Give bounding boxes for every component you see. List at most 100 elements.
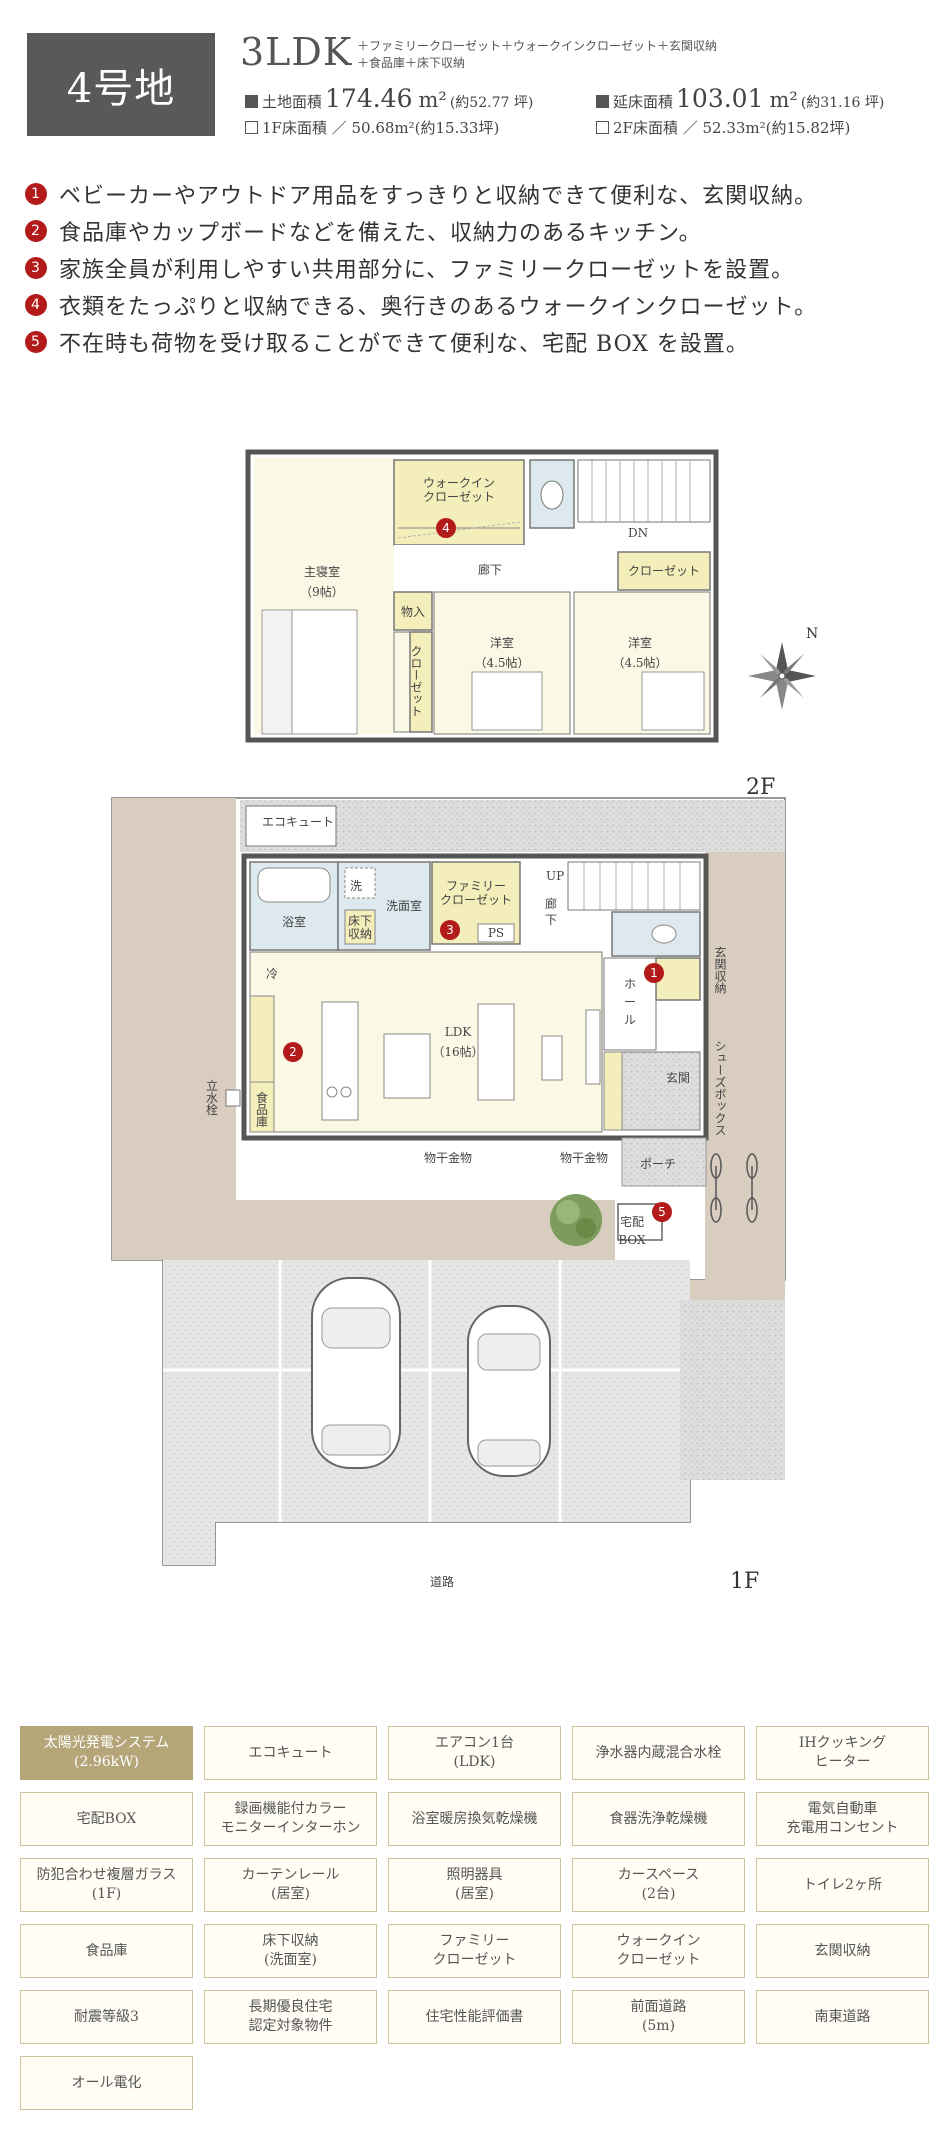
amenity-text: オール電化	[72, 2074, 142, 2093]
pantry-label-2: 品	[256, 1103, 268, 1117]
tree-icon	[550, 1194, 602, 1246]
lot-number-badge: 4号地	[27, 33, 215, 136]
floor-plan-drawing: ウォークイン クローゼット DN 主寝室 （9帖） 廊下 クローゼット 物入 ク…	[111, 449, 818, 1594]
amenity-label-line-1: カーテンレール	[241, 1867, 340, 1883]
underfloor-storage-label-1: 床下	[348, 914, 372, 928]
stairs-2f	[577, 459, 711, 523]
corridor-1f-label-1: 廊	[545, 896, 557, 911]
amenity-text: ウォークインクローゼット	[617, 1932, 701, 1970]
amenity-text: 宅配BOX	[77, 1810, 137, 1829]
amenity-text: 前面道路(5m)	[631, 1998, 687, 2036]
amenity-text: カーテンレール(居室)	[242, 1866, 340, 1904]
feature-marker-5	[652, 1202, 672, 1222]
amenity-label-line-1: 照明器具	[446, 1867, 503, 1883]
washing-machine	[344, 867, 376, 899]
amenity-label-line-2: (LDK)	[453, 1754, 496, 1770]
amenity-tile: 食器洗浄乾燥機	[572, 1792, 745, 1846]
feature-text: 不在時も荷物を受け取ることができて便利な、宅配 BOX を設置。	[59, 331, 749, 357]
amenity-tile: カーテンレール(居室)	[204, 1858, 377, 1912]
toilet-1f	[611, 911, 701, 957]
sofa	[477, 1003, 515, 1101]
pantry-label-1: 食	[256, 1090, 268, 1105]
feature-marker-2	[283, 1042, 303, 1062]
amenity-tile: オール電化	[20, 2056, 193, 2110]
plan-extras-line-2: ＋食品庫＋床下収納	[357, 56, 466, 70]
filled-square-icon	[245, 95, 258, 108]
feature-marker-5-label: 5	[658, 1205, 666, 1219]
amenity-text: 浴室暖房換気乾燥機	[412, 1810, 538, 1829]
amenity-label-line-1: 宅配BOX	[76, 1810, 137, 1827]
pantry	[249, 1081, 275, 1133]
amenity-text: 食品庫	[86, 1942, 128, 1961]
amenity-text: カースペース(2台)	[618, 1866, 700, 1904]
amenity-text: 長期優良住宅認定対象物件	[249, 1998, 333, 2036]
delivery-box-label-1: 宅配	[620, 1214, 644, 1229]
washroom-label: 洗面室	[386, 898, 422, 913]
amenity-text: 耐震等級3	[74, 2008, 139, 2027]
amenity-label-line-1: 前面道路	[630, 1999, 687, 2015]
floor1-tag: 1F	[730, 1569, 759, 1594]
cupboard	[249, 995, 275, 1083]
amenity-label-line-1: 食器洗浄乾燥機	[609, 1810, 708, 1827]
faucet-label-3: 栓	[206, 1102, 218, 1117]
family-closet-label-2: クローゼット	[440, 893, 512, 907]
amenity-label-line-1: ウォークイン	[616, 1933, 701, 1949]
entrance-label: 玄関	[666, 1070, 690, 1085]
corridor-1f-label-2: 下	[545, 913, 557, 927]
floor2-area-text: 2F床面積 ／ 52.33m²(約15.82坪)	[613, 119, 851, 137]
bicycle-icon	[710, 1153, 758, 1223]
ldk-label-1: LDK	[445, 1025, 473, 1039]
amenity-label-line-2: (2台)	[641, 1886, 676, 1902]
pipe-space-label: PS	[488, 926, 504, 940]
corridor-2f	[394, 545, 614, 590]
ldk-label-2: （16帖）	[432, 1044, 483, 1059]
floor2-area: 2F床面積 ／ 52.33m²(約15.82坪)	[596, 117, 850, 138]
master-bedroom-label-1: 主寝室	[304, 564, 340, 579]
amenity-tile: 長期優良住宅認定対象物件	[204, 1990, 377, 2044]
floor-area-tsubo: (約31.16 坪)	[800, 95, 885, 111]
amenity-tile: 照明器具(居室)	[388, 1858, 561, 1912]
amenity-tile: 食品庫	[20, 1924, 193, 1978]
amenity-tile: 前面道路(5m)	[572, 1990, 745, 2044]
parking-tile-lines	[163, 1260, 690, 1522]
floor-area-value: 103.01	[676, 84, 764, 113]
stairs-1f	[567, 861, 701, 911]
amenity-text: IHクッキングヒーター	[799, 1734, 886, 1772]
amenity-tile: 録画機能付カラーモニターインターホン	[204, 1792, 377, 1846]
feature-text: 衣類をたっぷりと収納できる、奥行きのあるウォークインクローゼット。	[59, 294, 818, 320]
yard-east	[705, 852, 785, 1340]
amenity-tile: 防犯合わせ複層ガラス(1F)	[20, 1858, 193, 1912]
amenity-tile: エコキュート	[204, 1726, 377, 1780]
amenity-text: 録画機能付カラーモニターインターホン	[221, 1800, 361, 1838]
feature-number-badge: 4	[25, 293, 47, 316]
amenity-tile: 住宅性能評価書	[388, 1990, 561, 2044]
toilet-2f-bowl	[540, 480, 564, 510]
amenity-tile: 太陽光発電システム(2.96kW)	[20, 1726, 193, 1780]
hanger-rod-dashed	[397, 521, 521, 539]
faucet-label-1: 立	[206, 1078, 218, 1093]
bed-room-b	[641, 671, 705, 731]
closet-vertical-2f-label: クローゼット	[409, 645, 423, 717]
feature-number-badge: 3	[25, 256, 47, 279]
bathroom-label: 浴室	[282, 914, 306, 929]
amenity-label-line-1: 電気自動車	[807, 1801, 878, 1817]
feature-text: 家族全員が利用しやすい共用部分に、ファミリークローゼットを設置。	[59, 257, 795, 283]
filled-square-icon	[596, 95, 609, 108]
fridge-label: 冷	[266, 967, 278, 981]
feature-number-badge: 1	[25, 182, 47, 205]
amenity-label-line-2: クローゼット	[432, 1952, 517, 1968]
walk-in-closet	[393, 459, 525, 546]
floor1-area: 1F床面積 ／ 50.68m²(約15.33坪)	[245, 117, 499, 138]
amenity-label-line-2: 認定対象物件	[248, 2018, 333, 2034]
amenity-text: 食器洗浄乾燥機	[610, 1810, 708, 1829]
amenity-tile: カースペース(2台)	[572, 1858, 745, 1912]
shoe-box	[603, 1051, 623, 1131]
amenity-label-line-1: 長期優良住宅	[248, 1999, 333, 2015]
amenity-text: トイレ2ヶ所	[803, 1876, 882, 1895]
parking-area	[163, 1260, 690, 1565]
feature-item: 3 家族全員が利用しやすい共用部分に、ファミリークローゼットを設置。	[25, 249, 925, 286]
amenity-tile: IHクッキングヒーター	[756, 1726, 929, 1780]
amenity-label-line-1: エコキュート	[248, 1744, 333, 1761]
